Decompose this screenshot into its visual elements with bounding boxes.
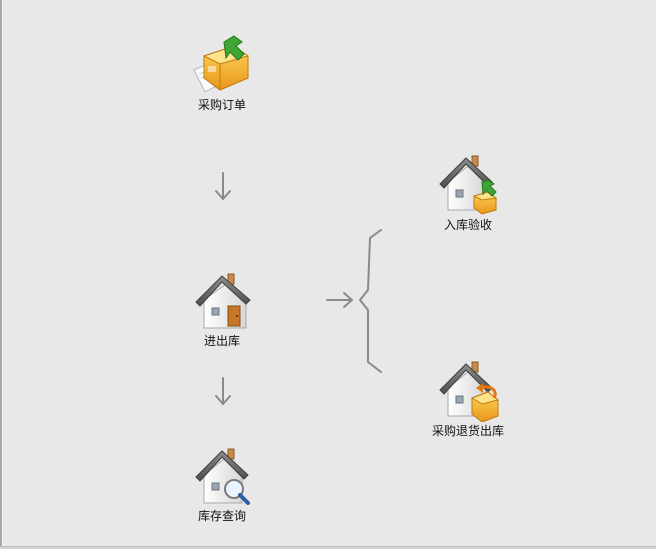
inventory-search-icon bbox=[195, 448, 250, 505]
purchase-return-icon bbox=[439, 361, 500, 422]
node-label: 进出库 bbox=[203, 334, 240, 348]
purchase-order-icon bbox=[193, 35, 250, 93]
left-border-highlight bbox=[2, 0, 3, 549]
node-stock-in-out[interactable]: 进出库 bbox=[182, 268, 262, 348]
bottom-border bbox=[0, 546, 656, 549]
arrow-right bbox=[326, 292, 353, 308]
node-stock-in-inspection[interactable]: 入库验收 bbox=[428, 152, 508, 232]
node-purchase-order[interactable]: 采购订单 bbox=[182, 32, 262, 112]
node-inventory-query[interactable]: 库存查询 bbox=[182, 443, 262, 523]
node-label: 库存查询 bbox=[197, 509, 246, 523]
warehouse-house-icon bbox=[195, 273, 251, 329]
stock-in-inspection-icon bbox=[439, 155, 498, 215]
arrow-down-1 bbox=[215, 172, 231, 200]
node-label: 采购退货出库 bbox=[431, 424, 504, 438]
left-border bbox=[0, 0, 2, 549]
node-purchase-return[interactable]: 采购退货出库 bbox=[420, 358, 516, 438]
curly-brace bbox=[359, 229, 382, 373]
node-label: 入库验收 bbox=[443, 218, 492, 232]
node-label: 采购订单 bbox=[197, 98, 246, 112]
arrow-down-2 bbox=[215, 377, 231, 405]
